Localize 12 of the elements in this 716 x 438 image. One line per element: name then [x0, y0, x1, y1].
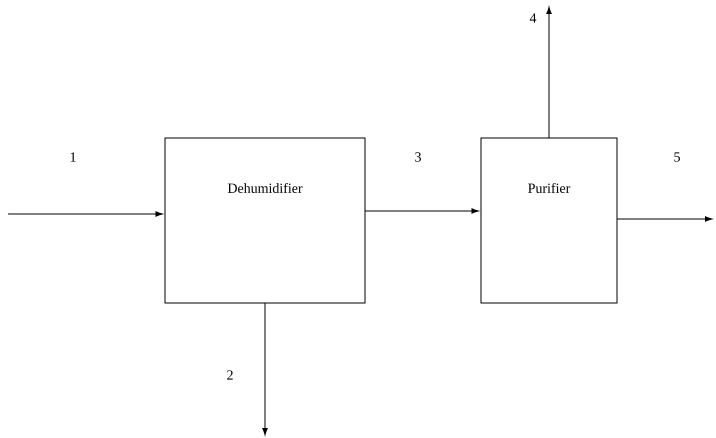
- arrow: [8, 211, 163, 217]
- arrow: [546, 6, 552, 138]
- arrow: [365, 208, 479, 214]
- edge-label: 4: [530, 13, 536, 23]
- arrow: [617, 216, 712, 222]
- process-box: Purifier: [480, 138, 618, 304]
- edge-label: 2: [227, 370, 233, 380]
- edge-label: 3: [415, 152, 421, 162]
- process-box: Dehumidifier: [164, 138, 366, 304]
- edge-label: 1: [70, 152, 76, 162]
- edge-label: 5: [674, 152, 680, 162]
- arrow: [262, 303, 268, 436]
